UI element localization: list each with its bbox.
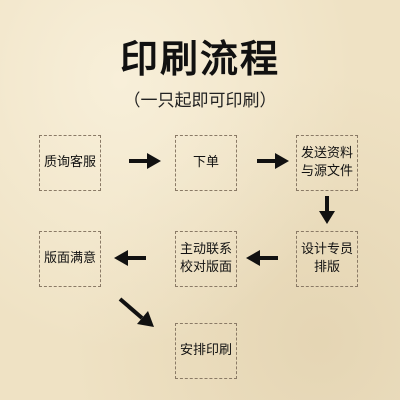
arrow-left-icon: [114, 250, 146, 266]
arrow-diagonal-down-right-icon: [118, 297, 154, 327]
arrow-left-icon: [246, 250, 278, 266]
step-label-line2: 校对版面: [179, 260, 232, 275]
step-arrange-printing: 安排印刷: [175, 323, 237, 379]
step-label: 质询客服: [43, 155, 96, 170]
arrow-down-icon: [319, 196, 335, 224]
page-title: 印刷流程: [119, 37, 280, 81]
step-label-line1: 发送资料: [300, 146, 353, 161]
step-label: 版面满意: [43, 251, 96, 266]
arrow-right-icon: [129, 153, 161, 169]
page-subtitle: （一只起即可印刷）: [123, 91, 277, 111]
step-label-line1: 主动联系: [179, 242, 232, 257]
step-contact-proofread: 主动联系 校对版面: [175, 231, 237, 287]
step-label-line1: 设计专员: [300, 242, 353, 257]
step-consult-service: 质询客服: [39, 135, 101, 191]
step-label: 安排印刷: [179, 343, 232, 358]
step-send-files: 发送资料 与源文件: [296, 135, 358, 191]
step-place-order: 下单: [175, 135, 237, 191]
step-label: 下单: [192, 155, 219, 170]
step-label-line2: 与源文件: [300, 164, 353, 179]
step-label-line2: 排版: [313, 260, 340, 275]
arrow-right-icon: [257, 153, 289, 169]
step-designer-layout: 设计专员 排版: [296, 231, 358, 287]
step-layout-approved: 版面满意: [39, 231, 101, 287]
